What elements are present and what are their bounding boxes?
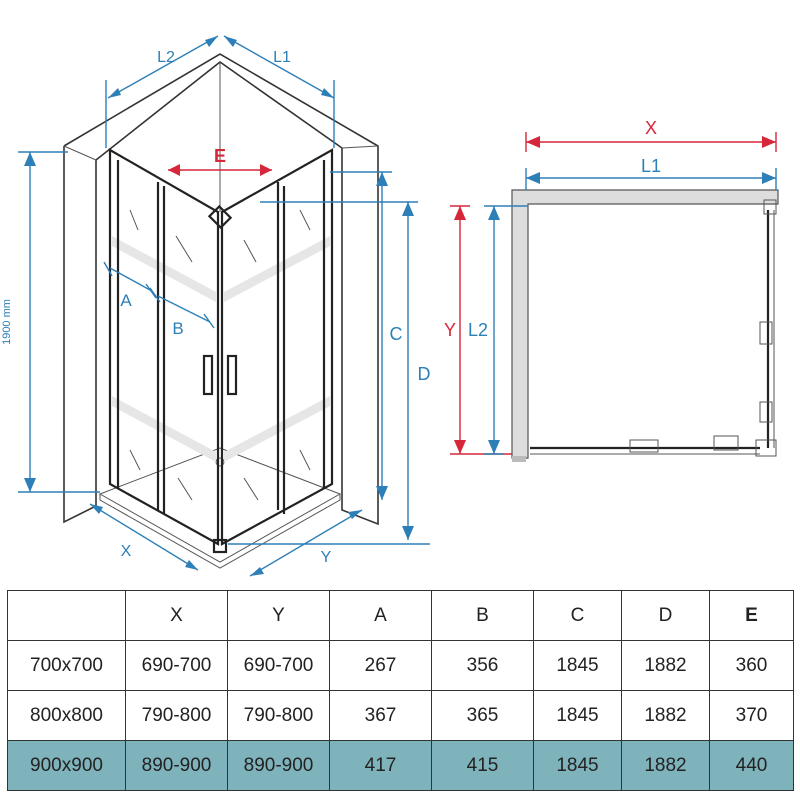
header-cell: C (533, 590, 622, 641)
header-cell: D (621, 590, 710, 641)
table-cell: 790-800 (125, 690, 228, 741)
handle-left-icon (202, 354, 214, 396)
plan-label-Y: Y (444, 320, 456, 340)
table-cell: 360 (709, 640, 794, 691)
dim-line-Y (249, 509, 363, 577)
table-row-highlighted: 900x900 890-900 890-900 417 415 1845 188… (7, 740, 794, 791)
table-cell: 900x900 (7, 740, 126, 791)
label-Y: Y (321, 549, 332, 566)
table-row: 800x800 790-800 790-800 367 365 1845 188… (7, 690, 794, 741)
plan-label-L1: L1 (641, 156, 661, 176)
table-cell: 440 (709, 740, 794, 791)
table-cell: 417 (329, 740, 432, 791)
dim-line-L1 (223, 35, 335, 99)
table-cell: 800x800 (7, 690, 126, 741)
label-D: D (418, 364, 431, 384)
table-cell: 1845 (533, 640, 622, 691)
wall-edge-right (341, 145, 379, 149)
dim-line-B (157, 295, 211, 323)
table-cell: 1882 (621, 740, 710, 791)
table-cell: 790-800 (227, 690, 330, 741)
table-cell: 890-900 (125, 740, 228, 791)
table-cell: 1882 (621, 640, 710, 691)
header-cell: Y (227, 590, 330, 641)
dim-line-L2 (107, 35, 219, 99)
table-cell: 370 (709, 690, 794, 741)
table-cell: 365 (431, 690, 534, 741)
table-cell: 690-700 (227, 640, 330, 691)
glass-panel-right (220, 148, 334, 546)
plan-handle-bottom-icon (629, 439, 659, 453)
table-cell: 700x700 (7, 640, 126, 691)
shower-tray-edge (99, 494, 341, 569)
shower-enclosure-diagram: L2 L1 E A B 1900 mm C (1, 35, 779, 577)
plan-corner-joint (755, 439, 777, 457)
plan-view: X L1 Y L2 (444, 118, 779, 462)
plan-walls (511, 189, 779, 459)
table-cell: 267 (329, 640, 432, 691)
table-cell: 890-900 (227, 740, 330, 791)
label-height: 1900 mm (1, 299, 13, 345)
header-cell: X (125, 590, 228, 641)
plan-label-L2: L2 (468, 320, 488, 340)
table-header-row: X Y A B C D E (7, 590, 794, 641)
label-L1: L1 (273, 49, 291, 66)
table-cell: 1882 (621, 690, 710, 741)
header-cell: A (329, 590, 432, 641)
plan-label-X: X (645, 118, 657, 138)
header-cell: E (709, 590, 794, 641)
isometric-view: L2 L1 E A B 1900 mm C (1, 35, 431, 577)
label-E: E (214, 146, 226, 166)
table-cell: 690-700 (125, 640, 228, 691)
glass-panel-left (108, 148, 220, 546)
table-cell: 415 (431, 740, 534, 791)
table-cell: 1845 (533, 740, 622, 791)
label-A: A (120, 291, 132, 310)
label-L2: L2 (157, 49, 175, 66)
dimension-table: X Y A B C D E 700x700 690-700 690-700 26… (7, 590, 794, 791)
table-row: 700x700 690-700 690-700 267 356 1845 188… (7, 640, 794, 691)
label-X: X (121, 543, 132, 560)
header-cell (7, 590, 126, 641)
corner-joint-bottom (212, 538, 228, 554)
plan-handle-right-icon (759, 321, 773, 345)
wall-edge-left (63, 145, 97, 161)
corner-joint (207, 204, 233, 230)
dim-line-X (89, 503, 199, 571)
dim-line-A (109, 267, 151, 291)
handle-right-icon (226, 354, 238, 396)
header-cell: B (431, 590, 534, 641)
table-cell: 356 (431, 640, 534, 691)
table-cell: 1845 (533, 690, 622, 741)
label-C: C (390, 324, 403, 344)
table-cell: 367 (329, 690, 432, 741)
label-B: B (172, 319, 183, 338)
